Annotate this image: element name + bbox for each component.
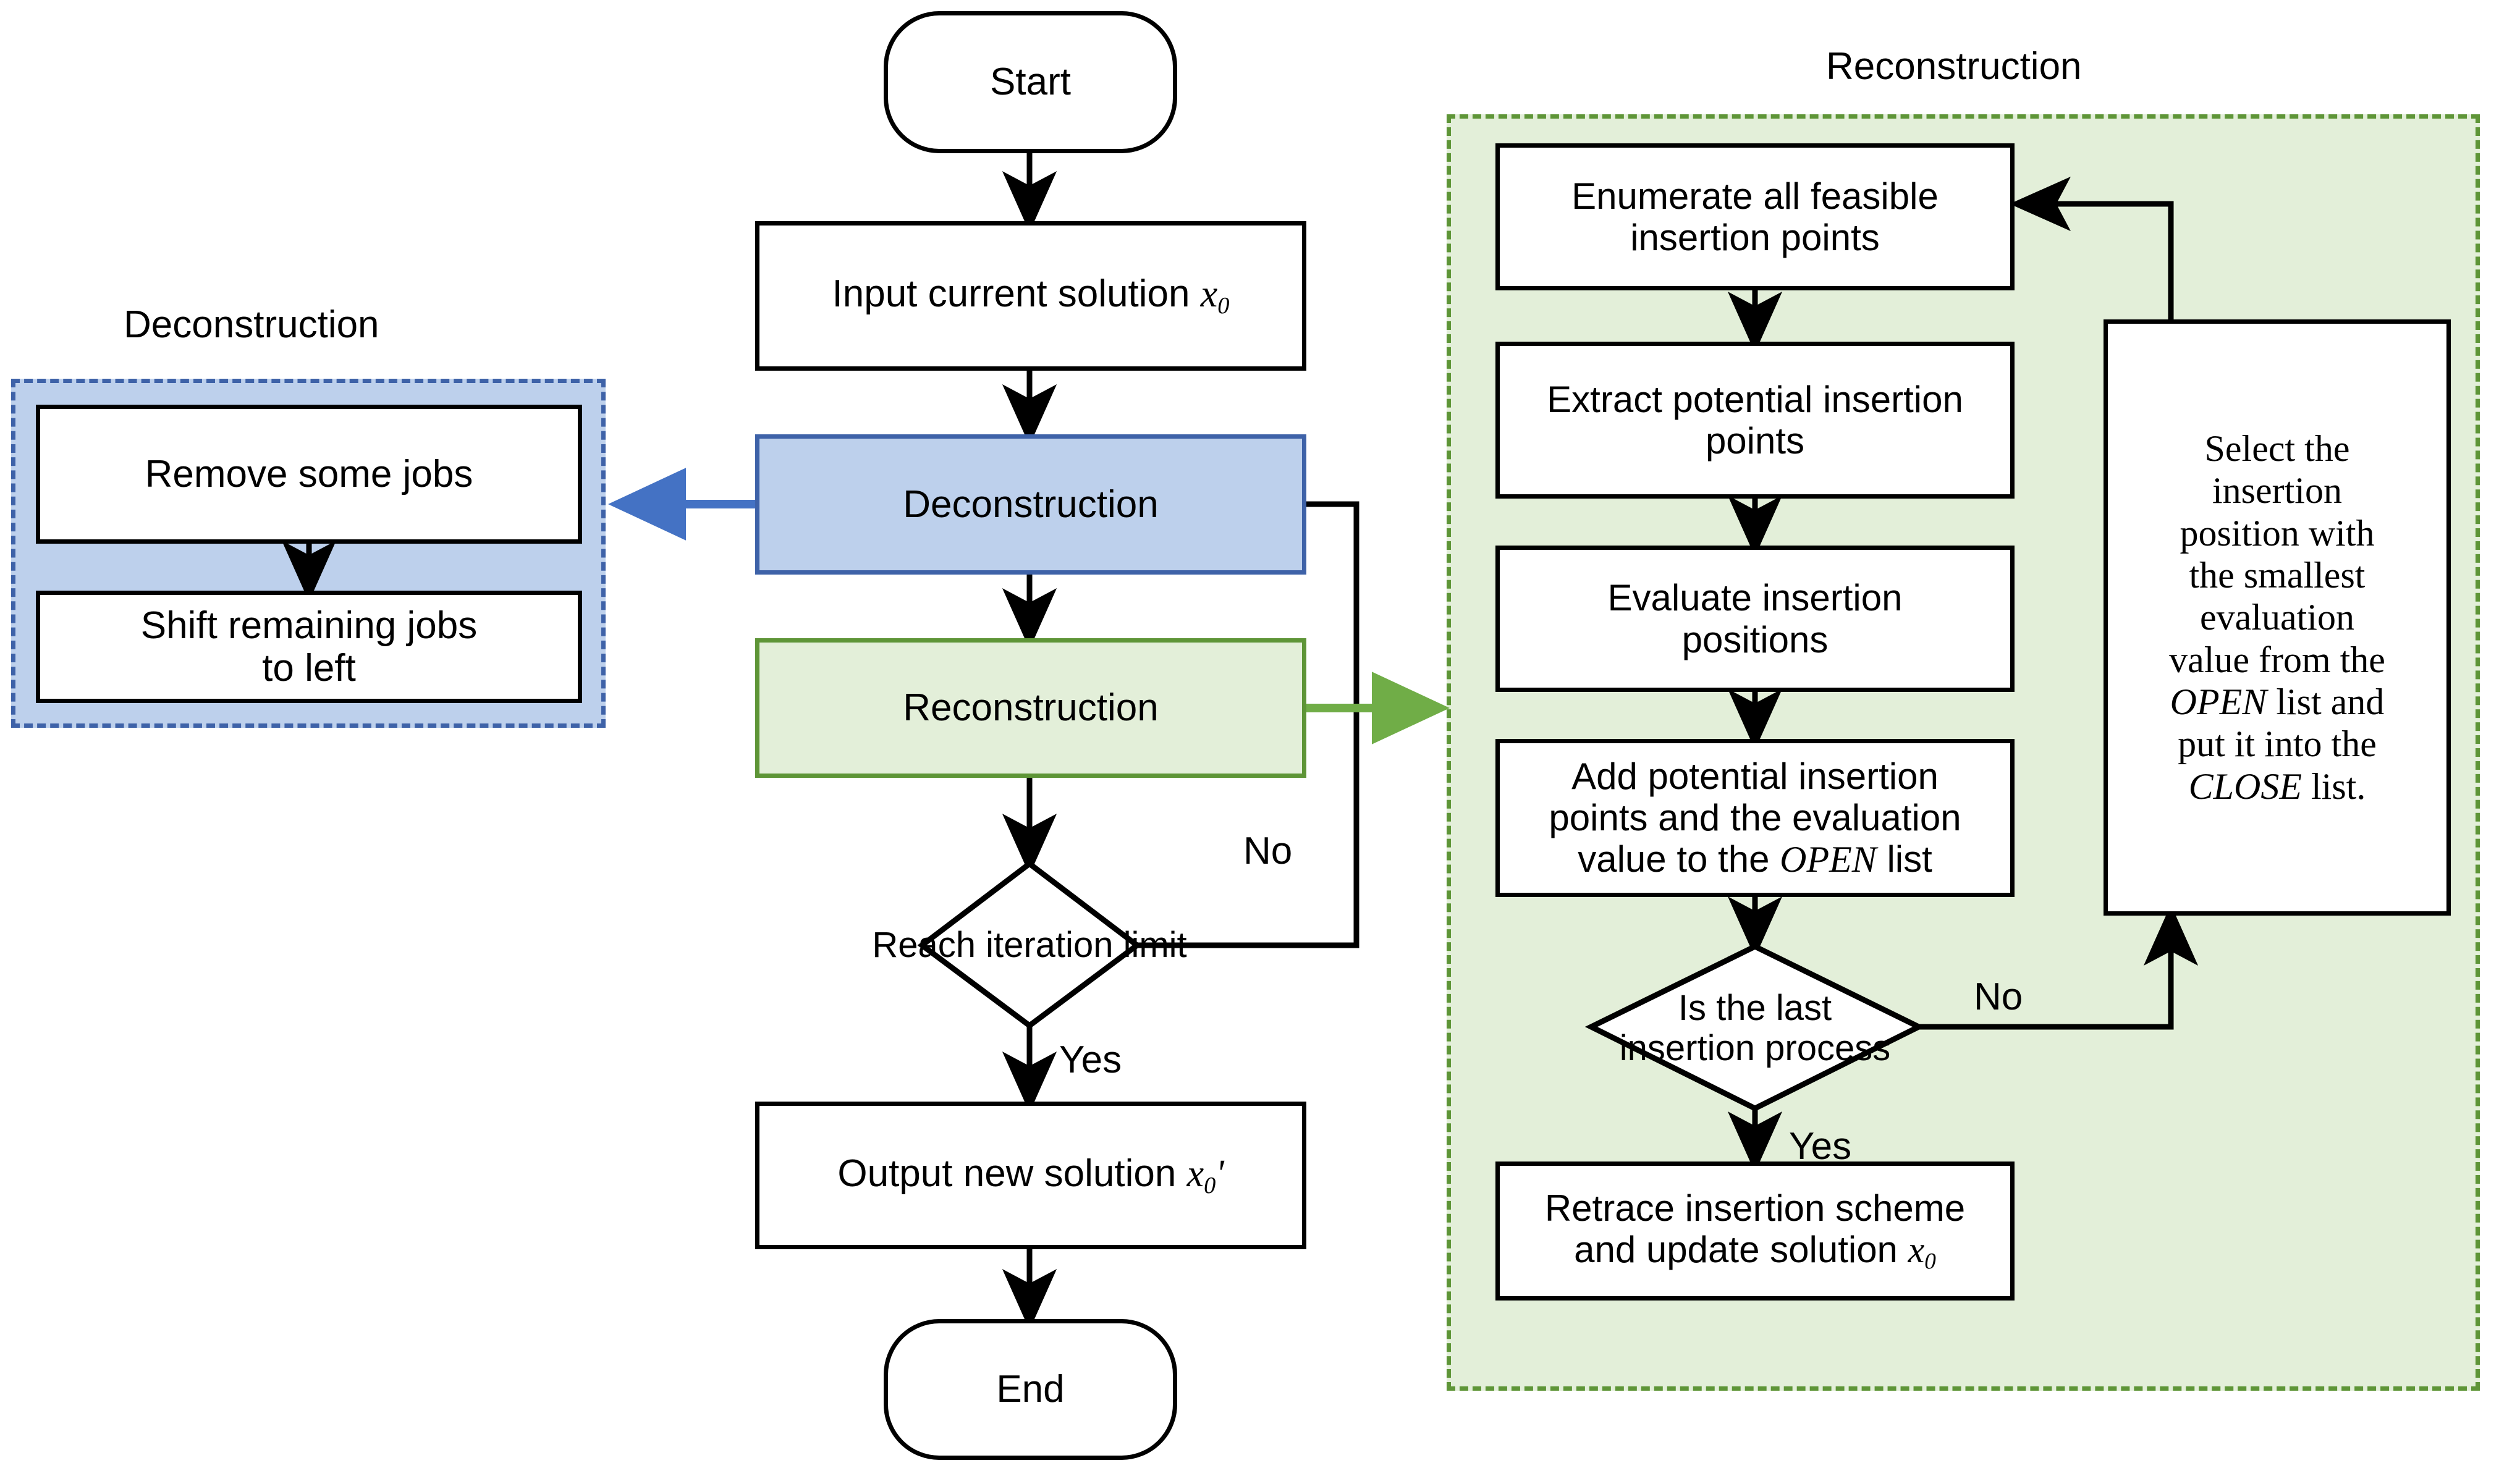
select-insertion-position-node[interactable]: Select the insertion position with the s… [2104,319,2451,916]
output-solution-node[interactable]: Output new solution x0' [755,1102,1306,1249]
reconstruction-group-title: Reconstruction [1826,45,2082,88]
start-label: Start [990,61,1071,104]
input-solution-node[interactable]: Input current solution x0 [755,221,1306,371]
start-node[interactable]: Start [884,11,1177,153]
shift-jobs-label: Shift remaining jobs to left [140,604,478,689]
deconstruction-node[interactable]: Deconstruction [755,434,1306,575]
decision-yes-label: Yes [1059,1039,1122,1081]
end-node[interactable]: End [884,1319,1177,1460]
last-insertion-decision-label: Is the last insertion process [1619,988,1891,1068]
remove-jobs-label: Remove some jobs [145,452,473,495]
enumerate-insertion-points-node[interactable]: Enumerate all feasible insertion points [1495,143,2015,290]
select-insertion-position-label: Select the insertion position with the s… [2169,428,2385,807]
enumerate-insertion-points-label: Enumerate all feasible insertion points [1571,175,1939,258]
shift-jobs-node[interactable]: Shift remaining jobs to left [36,591,582,703]
evaluate-insertion-positions-node[interactable]: Evaluate insertion positions [1495,546,2015,692]
deconstruction-node-label: Deconstruction [903,483,1159,526]
extract-insertion-points-node[interactable]: Extract potential insertion points [1495,342,2015,499]
remove-jobs-node[interactable]: Remove some jobs [36,405,582,544]
add-to-open-list-label: Add potential insertion points and the e… [1549,755,1961,880]
add-to-open-list-node[interactable]: Add potential insertion points and the e… [1495,739,2015,897]
last-insertion-decision-label-wrap[interactable]: Is the last insertion process [1591,988,1919,1069]
retrace-insertion-scheme-label: Retrace insertion scheme and update solu… [1544,1187,1966,1275]
retrace-insertion-scheme-node[interactable]: Retrace insertion scheme and update solu… [1495,1161,2015,1301]
iteration-limit-decision-label: Reach iteration limit [872,924,1187,965]
reconstruction-node-label: Reconstruction [903,686,1159,730]
iteration-limit-decision-label-wrap[interactable]: Reach iteration limit [872,914,1186,976]
inner-decision-yes-label: Yes [1789,1125,1852,1168]
extract-insertion-points-label: Extract potential insertion points [1547,378,1963,462]
reconstruction-node[interactable]: Reconstruction [755,638,1306,778]
output-solution-label: Output new solution x0' [837,1152,1224,1199]
input-solution-label: Input current solution x0 [832,272,1230,319]
end-label: End [996,1368,1065,1411]
inner-decision-no-label: No [1974,976,2023,1018]
decision-no-label: No [1243,830,1293,872]
evaluate-insertion-positions-label: Evaluate insertion positions [1607,577,1903,660]
deconstruction-group-title: Deconstruction [124,303,379,346]
